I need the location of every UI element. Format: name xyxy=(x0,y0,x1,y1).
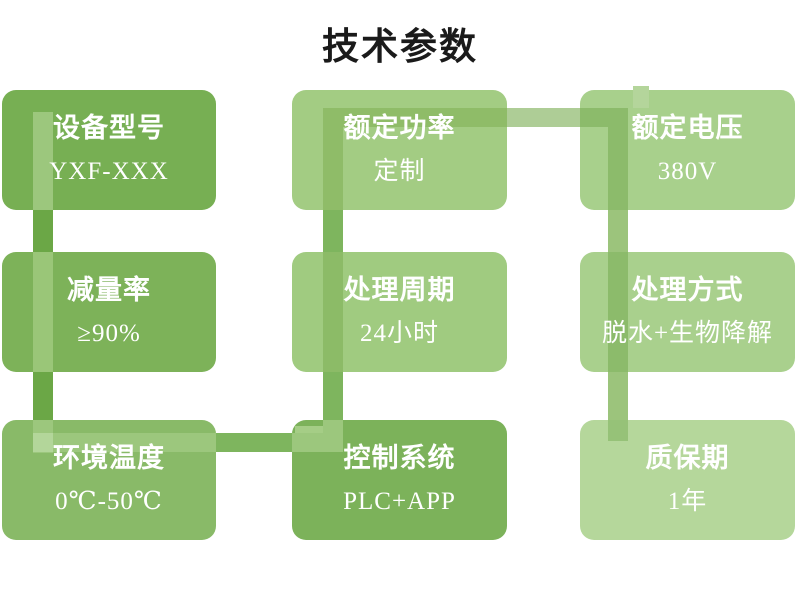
connector-bottom-bar-over-box8 xyxy=(292,433,343,452)
param-value: 1年 xyxy=(667,488,708,516)
param-label: 处理周期 xyxy=(343,275,456,306)
connector-col3-gap1 xyxy=(608,210,628,252)
param-value: 0℃-50℃ xyxy=(55,488,163,516)
param-label: 设备型号 xyxy=(53,113,165,144)
param-label: 处理方式 xyxy=(631,275,744,306)
connector-bottom-bar-over-box7 xyxy=(33,433,216,452)
param-value: 定制 xyxy=(373,158,426,186)
connector-col3-over-box3 xyxy=(608,108,628,210)
param-label: 额定电压 xyxy=(631,113,744,144)
param-value: YXF-XXX xyxy=(49,158,169,186)
connector-top-bar-over-box2 xyxy=(343,108,507,127)
connector-col1-gap2 xyxy=(33,372,53,420)
connector-col2-gap2 xyxy=(323,372,343,420)
connector-col2-over-box8 xyxy=(323,420,343,434)
connector-bottom-bar-gap xyxy=(216,433,292,452)
param-label: 质保期 xyxy=(645,443,730,474)
connector-col1-over-box1 xyxy=(33,112,53,210)
connector-col2-over-box2 xyxy=(323,108,343,210)
param-label: 减量率 xyxy=(67,275,151,306)
connector-col3-over-box6 xyxy=(608,252,628,372)
connector-col3-gap2 xyxy=(608,372,628,420)
page-title: 技术参数 xyxy=(322,26,478,67)
param-value: 脱水+生物降解 xyxy=(601,320,774,348)
connector-decor-square xyxy=(633,86,649,108)
param-value: 380V xyxy=(657,158,718,186)
connector-top-bar-gap xyxy=(507,108,580,127)
param-value: ≥90% xyxy=(77,320,141,348)
param-value: 24小时 xyxy=(359,320,439,348)
param-value: PLC+APP xyxy=(343,488,456,516)
connector-col1-gap1 xyxy=(33,210,53,252)
connector-bottom-bar-corner xyxy=(33,433,53,452)
connector-end-notch xyxy=(608,420,628,441)
connector-col2-over-box5 xyxy=(323,252,343,372)
connector-col1-over-box4 xyxy=(33,252,53,372)
param-label: 额定功率 xyxy=(343,113,456,144)
param-label: 控制系统 xyxy=(343,443,456,474)
connector-col2-gap1 xyxy=(323,210,343,252)
param-label: 环境温度 xyxy=(53,443,165,474)
